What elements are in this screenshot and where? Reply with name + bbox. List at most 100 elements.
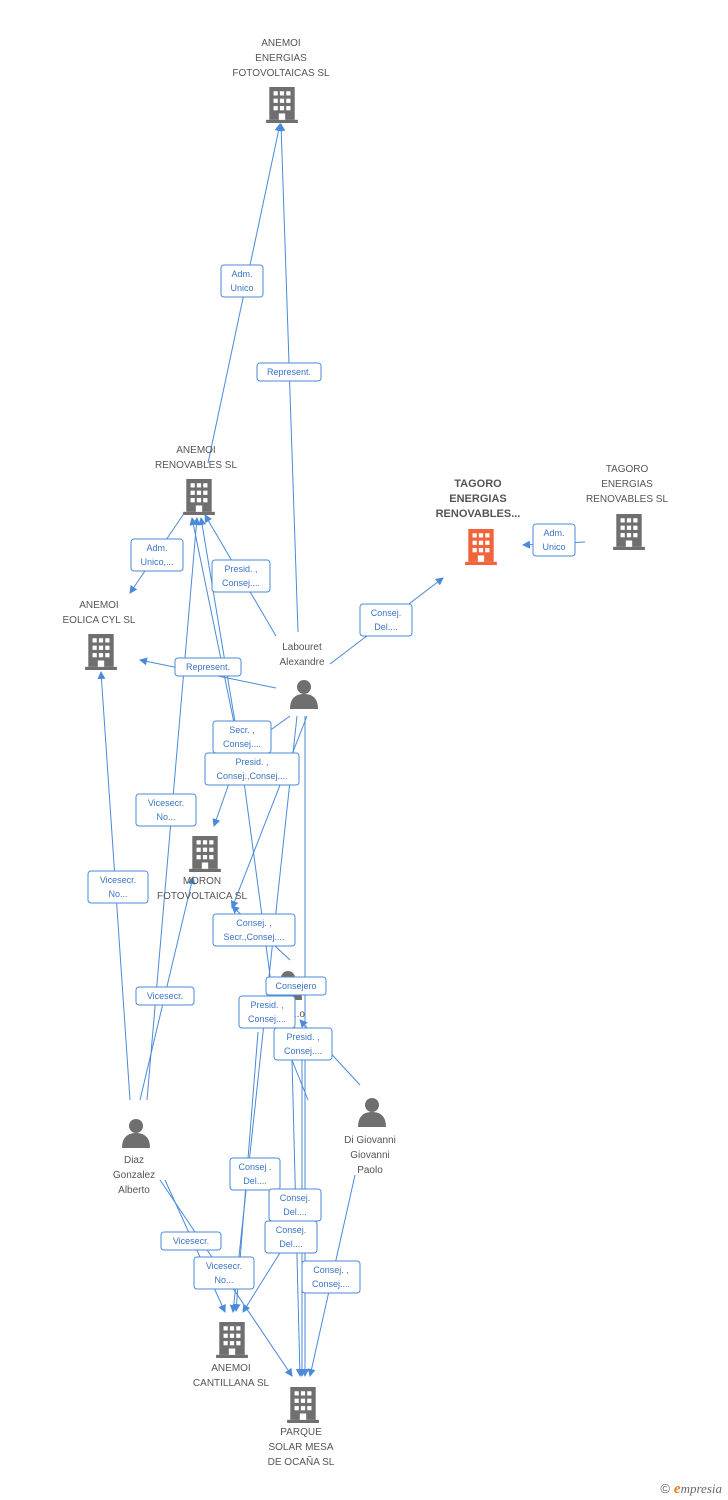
node-label: MORON: [183, 876, 221, 887]
building-icon: [613, 514, 645, 550]
edge-label[interactable]: Represent.: [256, 362, 322, 382]
edge-label-text: Secr. ,: [229, 725, 255, 735]
edge-label-text: Adm.: [543, 528, 564, 538]
edge-label-box: [174, 657, 242, 677]
edge-label-text: Presid. ,: [235, 757, 268, 767]
edge-label[interactable]: Presid. ,Consej.,Consej....: [204, 752, 300, 786]
building-icon: [266, 87, 298, 123]
brand-logo-initial: e: [673, 1481, 681, 1497]
edge-label[interactable]: Presid. ,Consej....: [238, 995, 296, 1029]
edge-label[interactable]: Vicesecr. No...: [135, 793, 197, 827]
edge-label[interactable]: Consejero: [265, 976, 327, 996]
edge-label-box: [204, 752, 300, 786]
node-label: FOTOVOLTAICAS SL: [232, 68, 330, 79]
edge-label-text: No...: [214, 1275, 233, 1285]
person-icon: [358, 1098, 386, 1127]
edge-label-text: Vicesecr.: [173, 1236, 209, 1246]
edge-label[interactable]: Vicesecr.: [160, 1231, 222, 1251]
edge-label-text: Represent.: [186, 662, 230, 672]
edge-label-text: Vicesecr.: [148, 798, 184, 808]
copyright-icon: ©: [660, 1481, 670, 1496]
edge-label-box: [359, 603, 413, 637]
edges-layer: [97, 123, 586, 1377]
edge-line: [230, 715, 308, 909]
edge-label-box: [135, 793, 197, 827]
edge-label[interactable]: Consej.Del....: [264, 1220, 318, 1254]
edge-label-text: Unico: [230, 283, 253, 293]
node-label: TAGORO: [606, 464, 649, 475]
building-icon: [216, 1322, 248, 1358]
node-label: SOLAR MESA: [268, 1442, 333, 1453]
edge-label-box: [160, 1231, 222, 1251]
edge-label[interactable]: Consej. ,Consej....: [301, 1260, 361, 1294]
node-label: ...o: [291, 1009, 305, 1020]
edge-label-text: Del....: [374, 622, 398, 632]
edge-label-text: Consej.: [280, 1193, 311, 1203]
edge-label-box: [265, 976, 327, 996]
edge-label-text: Consej....: [223, 739, 261, 749]
edge-label-box: [87, 870, 149, 904]
edge-label[interactable]: Presid. ,Consej....: [273, 1027, 333, 1061]
edge-label[interactable]: Consej.Del....: [359, 603, 413, 637]
edge-label-box: [532, 523, 576, 557]
edge-label[interactable]: Consej. ,Secr.,Consej....: [212, 913, 296, 947]
edge-label[interactable]: Vicesecr. No...: [87, 870, 149, 904]
node-label: ANEMOI: [211, 1363, 250, 1374]
edge-label-text: Del....: [283, 1207, 307, 1217]
brand-footer[interactable]: ©empresia: [660, 1481, 722, 1498]
node-label: EOLICA CYL SL: [63, 615, 136, 626]
node-label: ANEMOI: [176, 445, 215, 456]
edge-label-text: Consej. ,: [236, 918, 272, 928]
edge-label-text: No...: [156, 812, 175, 822]
node-label: ANEMOI: [79, 600, 118, 611]
edge-label-box: [220, 264, 264, 298]
edge-label-text: Presid. ,: [286, 1032, 319, 1042]
node-label: PARQUE: [280, 1427, 322, 1438]
edge-label-text: Vicesecr.: [100, 875, 136, 885]
edge-label[interactable]: Adm.Unico,...: [130, 538, 184, 572]
node-tagoro_focus[interactable]: TAGOROENERGIASRENOVABLES...: [436, 478, 521, 565]
node-label: ENERGIAS: [601, 479, 653, 490]
node-eolica[interactable]: ANEMOI EOLICA CYL SL: [63, 600, 136, 670]
edge-label[interactable]: Vicesecr.: [135, 986, 195, 1006]
edge-label-text: Vicesecr.: [147, 991, 183, 1001]
edge-label[interactable]: Presid. ,Consej....: [211, 559, 271, 593]
node-label: Alexandre: [279, 657, 324, 668]
edge-labels-layer: Adm.UnicoRepresent.Adm.Unico,...Presid. …: [87, 264, 576, 1294]
edge-label-text: No...: [108, 889, 127, 899]
edge-label-text: Consej....: [312, 1279, 350, 1289]
edge-label-text: Unico,...: [140, 557, 173, 567]
edge-label-text: Consej.: [276, 1225, 307, 1235]
edge-label[interactable]: Vicesecr.No...: [193, 1256, 255, 1290]
node-label: TAGORO: [454, 478, 502, 490]
edge-label-text: Consej....: [222, 578, 260, 588]
edge-label-box: [130, 538, 184, 572]
edge-label-text: Consej .: [238, 1162, 271, 1172]
edge-label-text: Del....: [243, 1176, 267, 1186]
edge-label[interactable]: Consej . Del....: [229, 1157, 281, 1191]
building-icon: [183, 479, 215, 515]
person-icon: [122, 1119, 150, 1148]
node-label: Labouret: [282, 642, 322, 653]
node-hidden_person[interactable]: ...o: [274, 971, 305, 1020]
edge-label[interactable]: Secr. , Consej....: [212, 720, 272, 754]
edge-label[interactable]: Represent.: [174, 657, 242, 677]
building-icon: [85, 634, 117, 670]
edge-label[interactable]: Adm. Unico: [220, 264, 264, 298]
node-label: Paolo: [357, 1165, 383, 1176]
edge-label[interactable]: Consej. Del....: [268, 1188, 322, 1222]
node-label: ENERGIAS: [255, 53, 307, 64]
edge-label[interactable]: Adm.Unico: [532, 523, 576, 557]
nodes-layer: ANEMOI ENERGIAS FOTOVOLTAICAS SL ANEMOIRENO…: [63, 38, 669, 1468]
edge-label-text: Adm.: [231, 269, 252, 279]
